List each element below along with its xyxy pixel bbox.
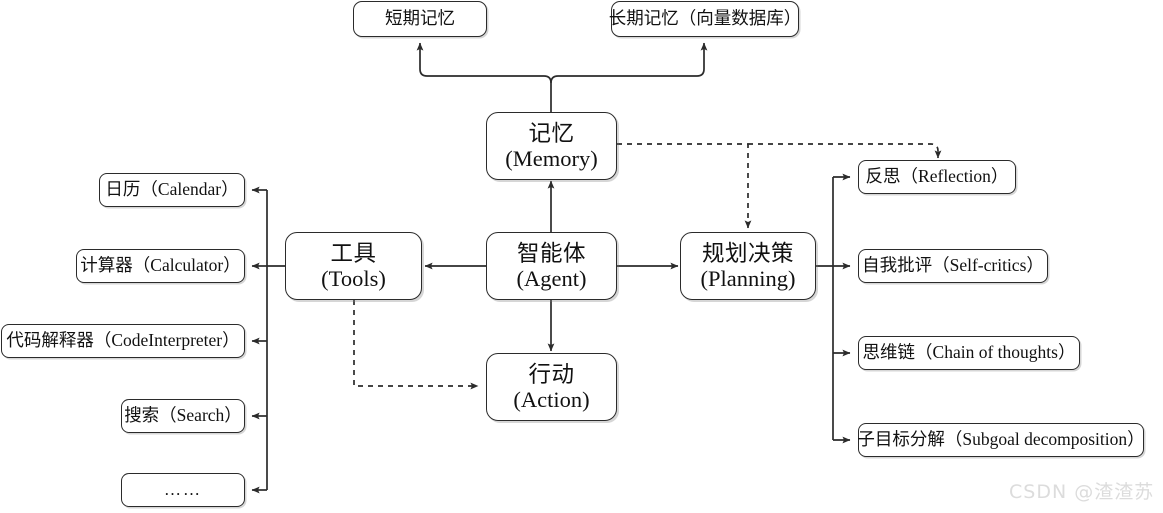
- node-label-cn: 记忆: [528, 120, 575, 146]
- edge-memory-bus: [416, 42, 552, 113]
- edge-memory-planning-dashed: [617, 143, 752, 229]
- node-label: 计算器（Calculator）: [80, 255, 241, 276]
- node-label-en: (Planning): [700, 266, 796, 291]
- node-label-en: (Memory): [505, 146, 598, 171]
- node-reflection[interactable]: 反思（Reflection）: [858, 160, 1016, 194]
- node-search[interactable]: 搜索（Search）: [121, 399, 245, 433]
- node-calendar[interactable]: 日历（Calendar）: [99, 173, 245, 207]
- node-tools[interactable]: 工具 (Tools): [285, 232, 422, 300]
- node-label-en: (Agent): [516, 266, 587, 291]
- edge-memory-bus-right: [550, 42, 708, 84]
- node-planning[interactable]: 规划决策 (Planning): [680, 232, 816, 300]
- node-long-term-memory[interactable]: 长期记忆（向量数据库）: [608, 1, 802, 37]
- node-action[interactable]: 行动 (Action): [486, 353, 617, 421]
- node-label-cn: 智能体: [516, 240, 586, 266]
- node-short-term-memory[interactable]: 短期记忆: [353, 1, 487, 37]
- node-label: 思维链（Chain of thoughts）: [862, 342, 1076, 363]
- node-label: 日历（Calendar）: [105, 179, 239, 200]
- edge-memory-reflection-dashed: [748, 143, 942, 159]
- edge-tools-action-dashed: [353, 300, 479, 390]
- node-code-interpreter[interactable]: 代码解释器（CodeInterpreter）: [1, 324, 245, 358]
- node-label: 代码解释器（CodeInterpreter）: [6, 330, 240, 351]
- node-label: 自我批评（Self-critics）: [862, 255, 1044, 276]
- node-chain-of-thoughts[interactable]: 思维链（Chain of thoughts）: [858, 336, 1080, 370]
- node-label: 子目标分解（Subgoal decomposition）: [857, 429, 1145, 450]
- node-label-cn: 行动: [528, 361, 575, 387]
- node-more[interactable]: ……: [121, 473, 245, 507]
- csdn-watermark: CSDN @渣渣苏: [1009, 481, 1155, 503]
- node-label-cn: 规划决策: [701, 240, 794, 266]
- node-label: 反思（Reflection）: [865, 166, 1009, 187]
- node-agent[interactable]: 智能体 (Agent): [486, 232, 617, 300]
- node-label-en: (Tools): [321, 266, 386, 291]
- node-label: ……: [164, 480, 202, 500]
- node-label-cn: 工具: [330, 240, 377, 266]
- node-self-critics[interactable]: 自我批评（Self-critics）: [858, 249, 1048, 283]
- node-calculator[interactable]: 计算器（Calculator）: [76, 249, 245, 283]
- node-label: 搜索（Search）: [124, 405, 242, 426]
- node-label: 长期记忆（向量数据库）: [608, 8, 802, 29]
- node-memory[interactable]: 记忆 (Memory): [486, 112, 617, 180]
- node-label: 短期记忆: [385, 8, 455, 29]
- node-subgoal-decomposition[interactable]: 子目标分解（Subgoal decomposition）: [857, 423, 1145, 457]
- node-label-en: (Action): [513, 387, 590, 412]
